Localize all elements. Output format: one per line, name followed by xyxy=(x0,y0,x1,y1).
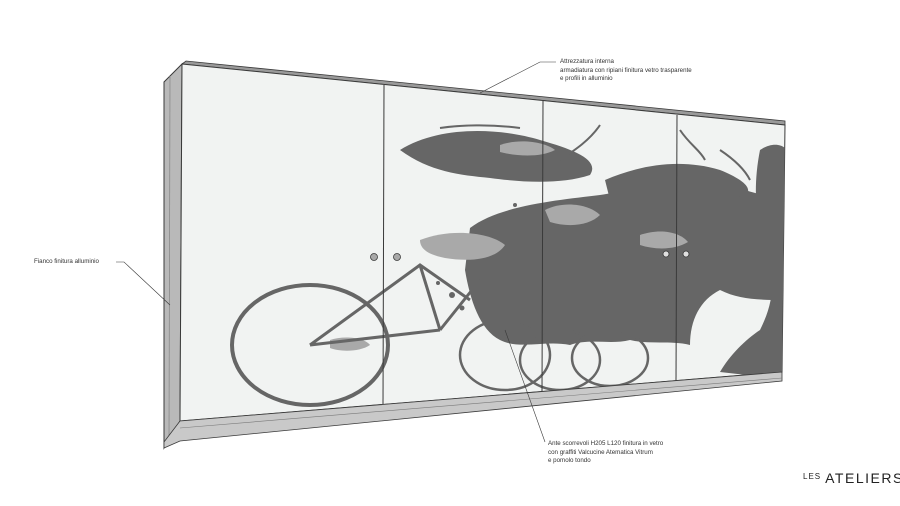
leader-side xyxy=(116,261,171,306)
graffiti-dot xyxy=(618,203,622,207)
door-knob-4[interactable] xyxy=(682,250,690,258)
graffiti-splash-4 xyxy=(640,231,688,249)
annotation-sliding-doors: Ante scorrevoli H205 L120 finitura in ve… xyxy=(548,440,663,466)
graffiti-dot xyxy=(436,281,440,285)
annotation-line: Fianco finitura alluminio xyxy=(34,258,99,265)
graffiti-dot xyxy=(459,305,465,311)
annotation-line: con graffiti Valcucine Atematica Vitrum xyxy=(548,448,653,456)
annotation-line: armadiatura con ripiani finitura vetro t… xyxy=(560,66,692,74)
graffiti-dot xyxy=(697,187,703,193)
graffiti-splash-2 xyxy=(545,204,600,226)
graffiti-bike-frame xyxy=(309,263,482,347)
door-knob-1[interactable] xyxy=(370,253,378,261)
graffiti-helmet xyxy=(400,130,593,182)
graffiti-artwork xyxy=(230,124,785,407)
logo-prefix: LES xyxy=(803,472,822,481)
leader-top xyxy=(479,61,556,94)
door-divider-3 xyxy=(675,114,678,382)
graffiti-rider-body xyxy=(465,183,785,345)
annotation-line: e pomolo tondo xyxy=(548,457,591,465)
graffiti-dot xyxy=(486,228,490,232)
annotation-side-panel: Fianco finitura alluminio xyxy=(34,258,99,267)
graffiti-splash-5 xyxy=(500,141,555,156)
door-divider-2 xyxy=(541,100,544,393)
graffiti-dot xyxy=(449,292,455,298)
annotation-interior-fittings: Attrezzatura interna armadiatura con rip… xyxy=(560,58,692,84)
side-panel-edge xyxy=(168,75,171,442)
graffiti-streaks xyxy=(439,124,751,181)
leader-bottom xyxy=(504,329,546,443)
door-divider-1 xyxy=(382,84,385,406)
graffiti-dot xyxy=(513,203,517,207)
annotation-line: Attrezzatura interna xyxy=(560,58,614,65)
graffiti-dot xyxy=(587,222,593,228)
graffiti-splash-1 xyxy=(420,232,505,260)
graffiti-front-wheel-1 xyxy=(458,318,552,392)
door-knob-2[interactable] xyxy=(393,253,401,261)
graffiti-rear-wheel xyxy=(230,283,390,407)
graffiti-right-mass xyxy=(720,144,785,380)
base-line xyxy=(179,377,783,429)
logo-name: ATELIERS xyxy=(825,470,900,486)
annotation-line: Ante scorrevoli H205 L120 finitura in ve… xyxy=(548,440,664,447)
annotation-line: e profili in alluminio xyxy=(560,75,613,83)
door-knob-3[interactable] xyxy=(662,250,670,258)
side-panel xyxy=(163,62,183,450)
